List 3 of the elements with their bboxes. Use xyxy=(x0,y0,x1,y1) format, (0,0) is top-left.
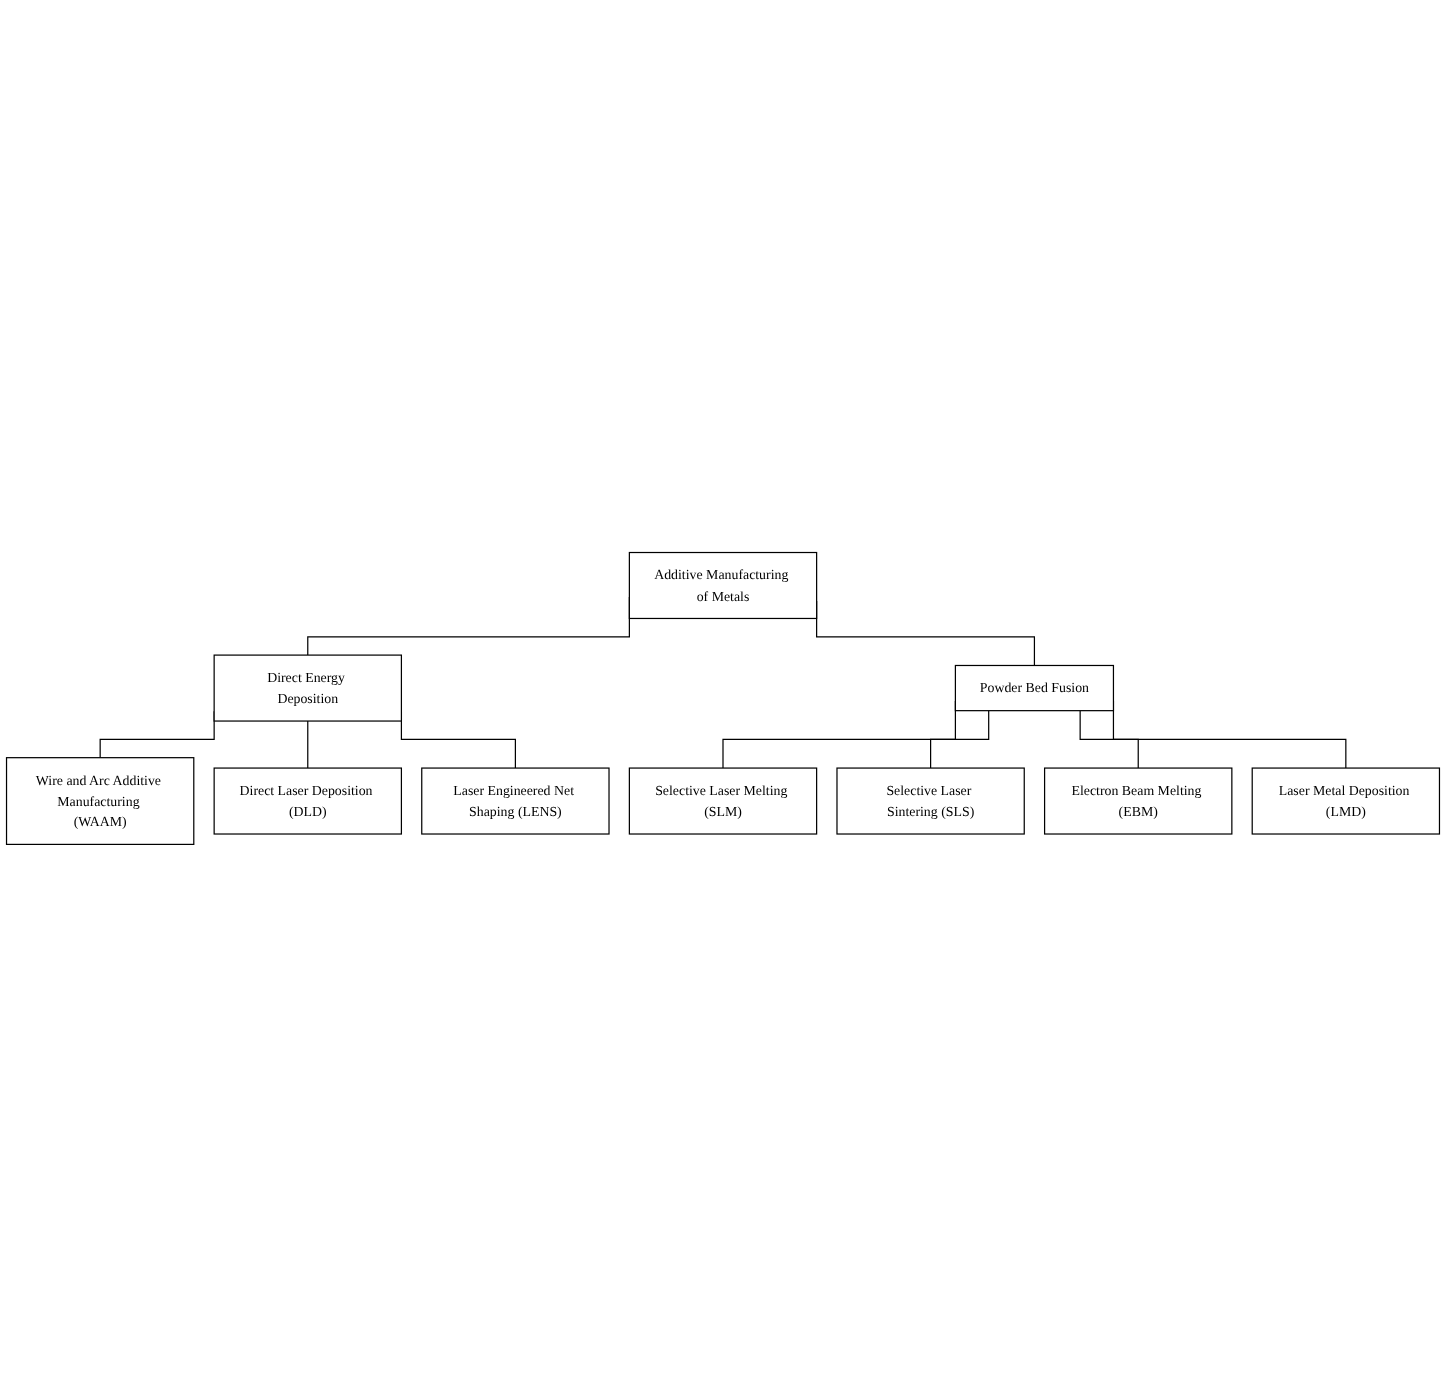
connector xyxy=(1079,710,1139,770)
connector xyxy=(930,710,990,770)
connector xyxy=(307,720,309,770)
